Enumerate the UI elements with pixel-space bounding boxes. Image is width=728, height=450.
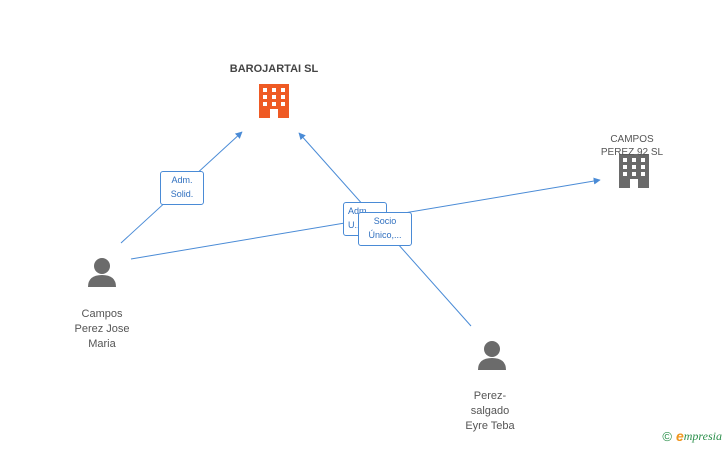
empresia-logo: © e mpresia xyxy=(662,428,722,444)
person-label-perez-salgado[interactable]: Perez- salgado Eyre Teba xyxy=(440,374,540,434)
building-icon-barojartai[interactable] xyxy=(259,84,289,118)
company-label-barojartai[interactable]: BAROJARTAI SL xyxy=(204,62,344,77)
person-icon-campos-perez-jose[interactable] xyxy=(88,258,116,287)
company-name[interactable]: BAROJARTAI SL xyxy=(229,63,319,75)
edge-label-socio-unico[interactable]: Socio Único,... xyxy=(358,212,412,246)
edge-label-adm-solid[interactable]: Adm. Solid. xyxy=(160,171,204,205)
brand-name: mpresia xyxy=(683,428,722,443)
company-name[interactable]: CAMPOS PEREZ 92 SL xyxy=(600,134,664,158)
building-icon-campos-perez-92[interactable] xyxy=(619,154,649,188)
person-name[interactable]: Campos Perez Jose Maria xyxy=(74,308,130,350)
person-label-campos-perez-jose[interactable]: Campos Perez Jose Maria xyxy=(52,292,152,352)
person-name[interactable]: Perez- salgado Eyre Teba xyxy=(465,390,515,432)
person-icon-perez-salgado[interactable] xyxy=(478,341,506,370)
brand-e: e xyxy=(675,428,684,444)
company-label-campos-perez-92[interactable]: CAMPOS PEREZ 92 SL xyxy=(584,120,680,159)
copyright-icon: © xyxy=(662,428,672,444)
